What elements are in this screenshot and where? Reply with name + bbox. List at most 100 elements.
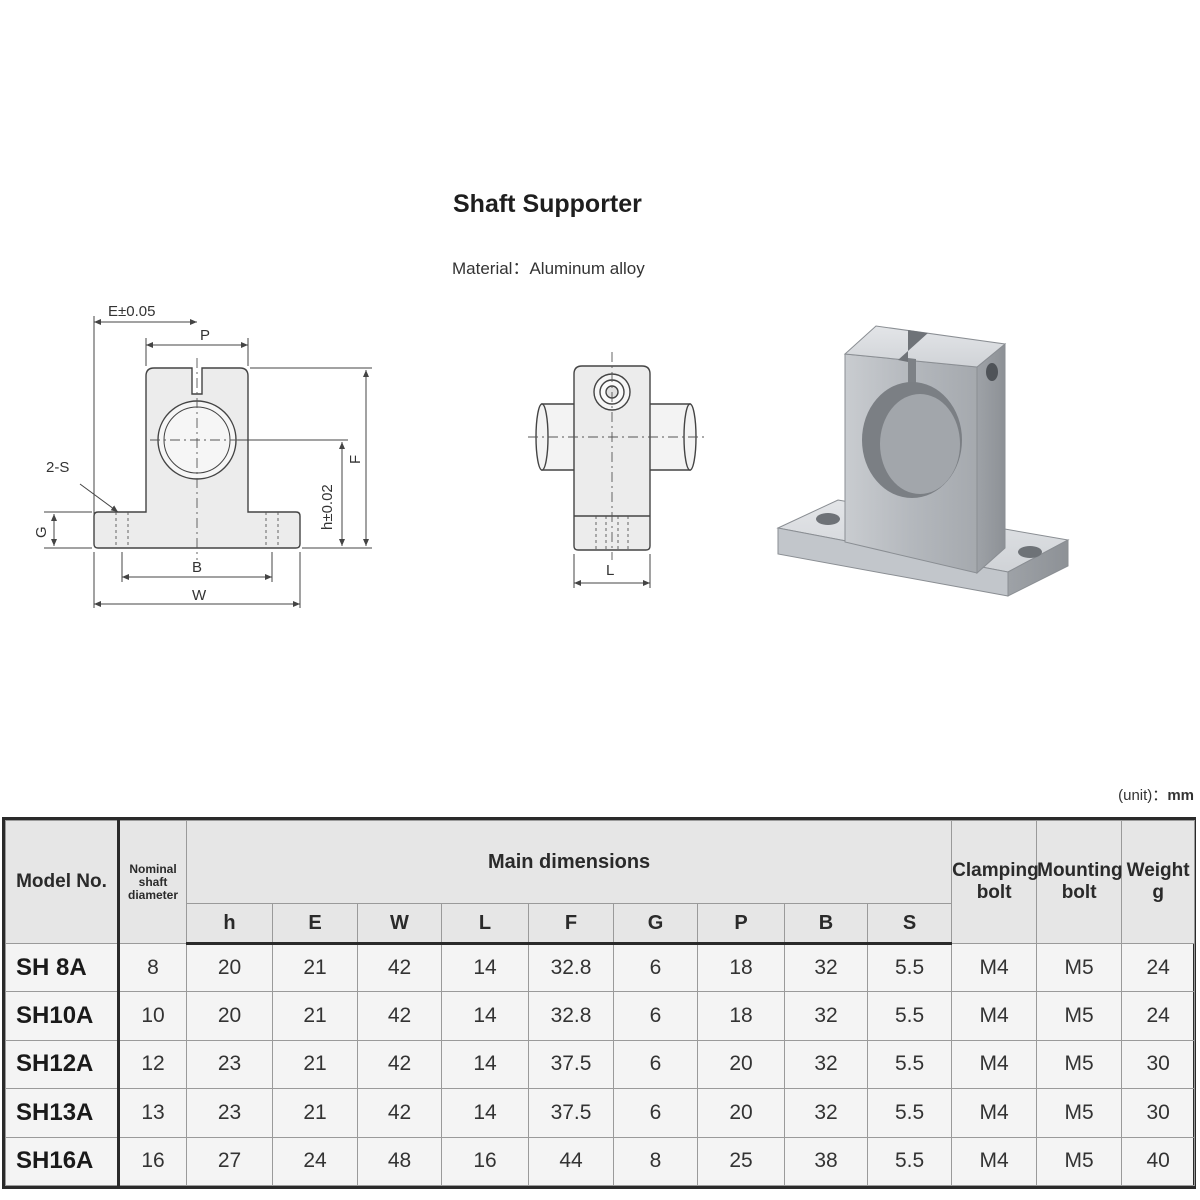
cell-dimension: 42	[357, 942, 442, 993]
cell-weight: 30	[1121, 1039, 1196, 1090]
cell-dimension: 21	[272, 1039, 358, 1090]
dim-label-p: P	[200, 327, 210, 344]
dim-label-b: B	[192, 559, 202, 576]
cell-dimension: 6	[613, 942, 698, 993]
cell-shaft-diameter: 16	[118, 1136, 187, 1187]
cell-dimension: 32	[784, 991, 868, 1041]
cell-dimension: 20	[186, 991, 273, 1041]
cell-model: SH16A	[5, 1136, 120, 1187]
cell-dimension: 5.5	[866, 942, 953, 993]
cell-model: SH 8A	[5, 942, 120, 993]
cell-clamping-bolt: M4	[951, 991, 1038, 1041]
dim-label-w: W	[192, 587, 207, 604]
cell-weight: 24	[1121, 942, 1196, 993]
cell-dimension: 18	[697, 942, 785, 993]
cell-dimension: 20	[697, 1088, 785, 1138]
cell-dimension: 6	[613, 991, 698, 1041]
header-dim-e: E	[272, 903, 358, 945]
header-main-dimensions: Main dimensions	[185, 820, 953, 904]
header-dim-b: B	[784, 903, 868, 945]
header-dim-l: L	[441, 903, 529, 945]
cell-dimension: 20	[186, 942, 273, 993]
cell-dimension: 20	[697, 1039, 785, 1090]
header-dim-h: h	[186, 903, 273, 945]
cell-dimension: 14	[441, 942, 529, 993]
material-label: Material：Aluminum alloy	[452, 259, 645, 278]
cell-mounting-bolt: M5	[1036, 1136, 1123, 1187]
cell-weight: 24	[1121, 991, 1196, 1041]
cell-dimension: 37.5	[528, 1088, 614, 1138]
cell-dimension: 27	[186, 1136, 273, 1187]
cell-dimension: 23	[186, 1088, 273, 1138]
dim-label-l: L	[606, 562, 614, 579]
cell-dimension: 32	[784, 942, 868, 993]
cell-model: SH10A	[5, 991, 120, 1041]
cell-dimension: 32	[784, 1088, 868, 1138]
cell-model: SH13A	[5, 1088, 120, 1138]
dim-label-h: h±0.02	[319, 484, 336, 530]
cell-clamping-bolt: M4	[951, 1039, 1038, 1090]
cell-dimension: 38	[784, 1136, 868, 1187]
cell-clamping-bolt: M4	[951, 1136, 1038, 1187]
header-dim-w: W	[357, 903, 442, 945]
cell-dimension: 32.8	[528, 991, 614, 1041]
header-dim-p: P	[697, 903, 785, 945]
cell-dimension: 5.5	[866, 991, 953, 1041]
cell-dimension: 14	[441, 1088, 529, 1138]
cell-mounting-bolt: M5	[1036, 991, 1123, 1041]
cell-shaft-diameter: 13	[118, 1088, 187, 1138]
cell-dimension: 16	[441, 1136, 529, 1187]
cell-dimension: 44	[528, 1136, 614, 1187]
side-view	[535, 365, 697, 551]
cell-shaft-diameter: 12	[118, 1039, 187, 1090]
unit-label: (unit)：mm	[1118, 787, 1194, 804]
cell-dimension: 32.8	[528, 942, 614, 993]
cell-dimension: 6	[613, 1039, 698, 1090]
cell-dimension: 48	[357, 1136, 442, 1187]
header-dim-f: F	[528, 903, 614, 945]
dim-label-g: G	[33, 526, 50, 538]
isometric-render	[776, 325, 1070, 597]
cell-dimension: 5.5	[866, 1136, 953, 1187]
cell-dimension: 21	[272, 1088, 358, 1138]
cell-dimension: 14	[441, 991, 529, 1041]
cell-dimension: 6	[613, 1088, 698, 1138]
dim-label-s: 2-S	[46, 459, 69, 476]
cell-dimension: 37.5	[528, 1039, 614, 1090]
cell-dimension: 5.5	[866, 1039, 953, 1090]
header-dim-s: S	[866, 903, 953, 945]
cell-shaft-diameter: 8	[118, 942, 187, 993]
cell-dimension: 14	[441, 1039, 529, 1090]
cell-dimension: 21	[272, 991, 358, 1041]
cell-shaft-diameter: 10	[118, 991, 187, 1041]
cell-mounting-bolt: M5	[1036, 1039, 1123, 1090]
cell-dimension: 8	[613, 1136, 698, 1187]
cell-dimension: 42	[357, 991, 442, 1041]
page-title: Shaft Supporter	[453, 190, 642, 218]
cell-mounting-bolt: M5	[1036, 1088, 1123, 1138]
cell-mounting-bolt: M5	[1036, 942, 1123, 993]
cell-weight: 40	[1121, 1136, 1196, 1187]
dim-label-f: F	[347, 455, 364, 464]
header-model: Model No.	[5, 820, 120, 944]
cell-weight: 30	[1121, 1088, 1196, 1138]
cell-dimension: 23	[186, 1039, 273, 1090]
cell-dimension: 18	[697, 991, 785, 1041]
cell-clamping-bolt: M4	[951, 1088, 1038, 1138]
cell-dimension: 25	[697, 1136, 785, 1187]
cell-dimension: 5.5	[866, 1088, 953, 1138]
cell-dimension: 42	[357, 1088, 442, 1138]
cell-model: SH12A	[5, 1039, 120, 1090]
cell-clamping-bolt: M4	[951, 942, 1038, 993]
